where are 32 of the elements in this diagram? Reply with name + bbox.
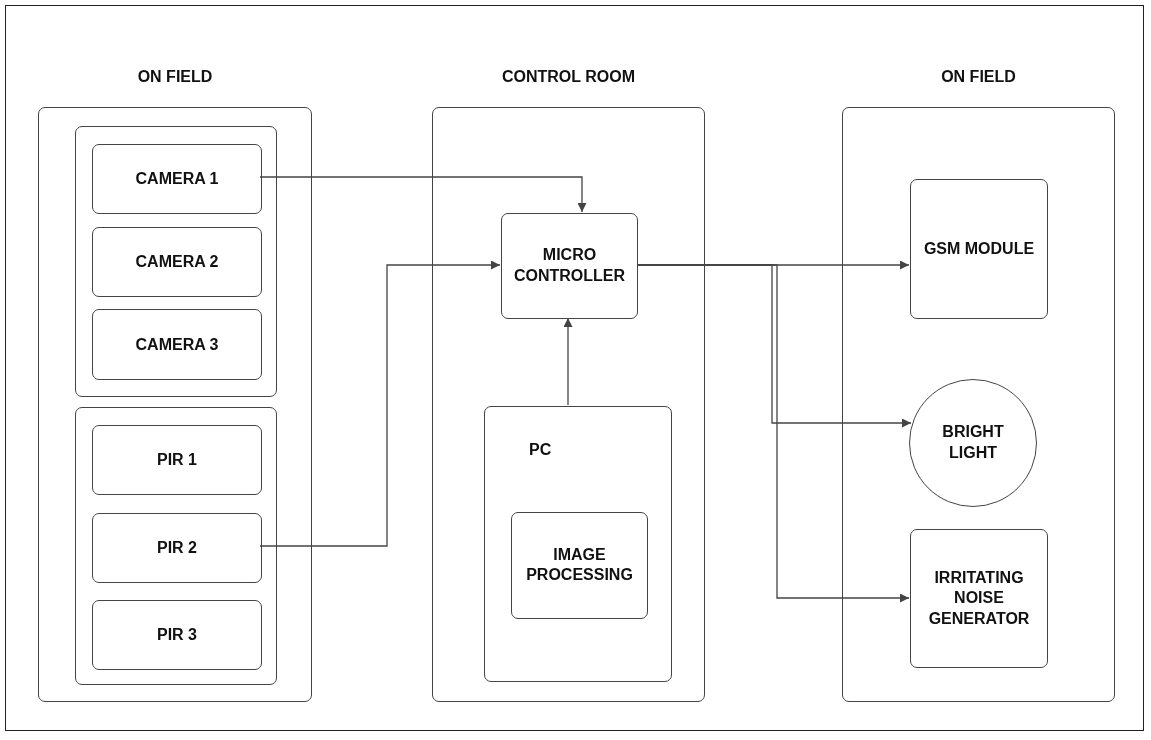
box-heading: PC	[529, 441, 552, 459]
process-box	[92, 309, 262, 380]
process-box	[92, 600, 262, 670]
process-box	[511, 512, 648, 619]
arrow	[563, 317, 573, 406]
box-label: CAMERA 2	[134, 251, 220, 272]
process-box	[92, 513, 262, 583]
process-box	[92, 144, 262, 214]
column-heading: ON FIELD	[940, 68, 1017, 86]
group-panel	[75, 126, 277, 397]
arrow	[259, 176, 587, 213]
column-heading: CONTROL ROOM	[501, 68, 636, 86]
box-label: CAMERA 1	[134, 168, 220, 189]
column-heading: ON FIELD	[136, 68, 214, 86]
box-label: GSM MODULE	[922, 238, 1036, 259]
process-box	[484, 406, 672, 682]
box-label: PIR 1	[156, 449, 198, 470]
process-box	[92, 425, 262, 495]
box-label: CAMERA 3	[134, 334, 220, 355]
box-label: PIR 3	[156, 624, 198, 645]
box-label: IMAGE PROCESSING	[525, 544, 634, 586]
box-label: PIR 2	[156, 537, 198, 558]
arrow	[259, 260, 501, 547]
process-box	[910, 179, 1048, 319]
process-box	[910, 529, 1048, 668]
group-panel	[75, 407, 277, 685]
box-label: MICRO CONTROLLER	[512, 245, 627, 286]
process-box	[92, 227, 262, 297]
box-label: BRIGHT LIGHT	[941, 422, 1005, 463]
process-box	[501, 213, 638, 319]
box-label: IRRITATING NOISE GENERATOR	[927, 567, 1031, 629]
arrow	[636, 264, 910, 603]
